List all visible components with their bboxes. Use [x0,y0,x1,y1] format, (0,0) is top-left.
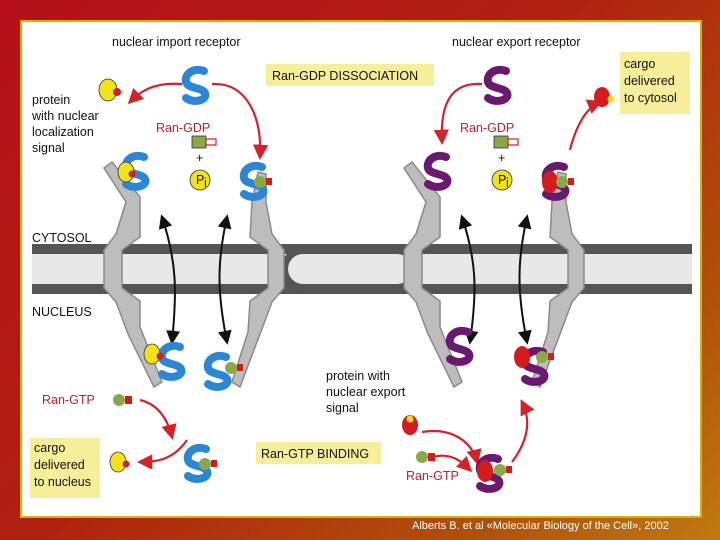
import-receptor-icon [162,346,182,377]
nls-label-2: with nuclear [31,109,99,123]
cargo-protein-icon [98,78,615,482]
cargo-nucleus-box [30,438,100,498]
nes-label-1: protein with [326,369,390,383]
import-receptor-icon [186,70,206,101]
nucleus-label: NUCLEUS [32,305,92,319]
ran-gtp-label-right: Ran-GTP [406,469,459,483]
cargo-cytosol-box [620,52,690,114]
pi-sub-right: i [506,176,509,190]
nes-label-3: signal [326,401,359,415]
cargo-nucleus-label-1: cargo [34,441,65,455]
transport-arrows [158,214,532,345]
ran-gdp-dissociation-box [266,64,434,86]
pi-label-right: P [498,173,506,187]
plus-label-right: + [498,151,505,165]
ran-gdp-label-right: Ran-GDP [460,121,514,135]
nes-label-2: nuclear export [326,385,406,399]
cargo-cytosol-label-1: cargo [624,57,655,71]
export-receptor-label: nuclear export receptor [452,35,581,49]
diagram-panel: nuclear import receptor nuclear export r… [20,20,702,518]
export-receptor-icon [450,331,470,362]
export-receptor-icon [488,70,508,101]
cytosol-label: CYTOSOL [32,231,92,245]
ran-icon [113,135,574,476]
pi-sub-left: i [204,176,207,190]
nuclear-envelope [32,244,692,294]
import-receptor-label: nuclear import receptor [112,35,241,49]
ran-gtp-binding-box [256,442,381,464]
cargo-nucleus-label-2: delivered [34,458,85,472]
cargo-cytosol-label-3: to cytosol [624,91,677,105]
export-receptor-icon [428,156,448,187]
cargo-cytosol-label-2: delivered [624,74,675,88]
nls-label-1: protein [32,93,70,107]
ran-gdp-dissociation-label: Ran-GDP DISSOCIATION [272,69,418,83]
pi-label-left: P [196,173,204,187]
nuclear-pore [102,160,285,389]
nls-label-4: signal [32,141,65,155]
figure-credit: Alberts B. et al «Molecular Biology of t… [412,520,669,532]
ran-gdp-label-left: Ran-GDP [156,121,210,135]
nuclear-pore [402,160,585,389]
nls-label-3: localization [32,125,94,139]
phosphate-icon [189,169,513,191]
cargo-nucleus-label-3: to nucleus [34,475,91,489]
nuclear-transport-diagram: nuclear import receptor nuclear export r… [30,35,692,498]
ran-gtp-binding-label: Ran-GTP BINDING [261,447,369,461]
plus-label-left: + [196,151,203,165]
ran-gtp-label-left: Ran-GTP [42,393,95,407]
import-receptor-icon [208,356,228,387]
